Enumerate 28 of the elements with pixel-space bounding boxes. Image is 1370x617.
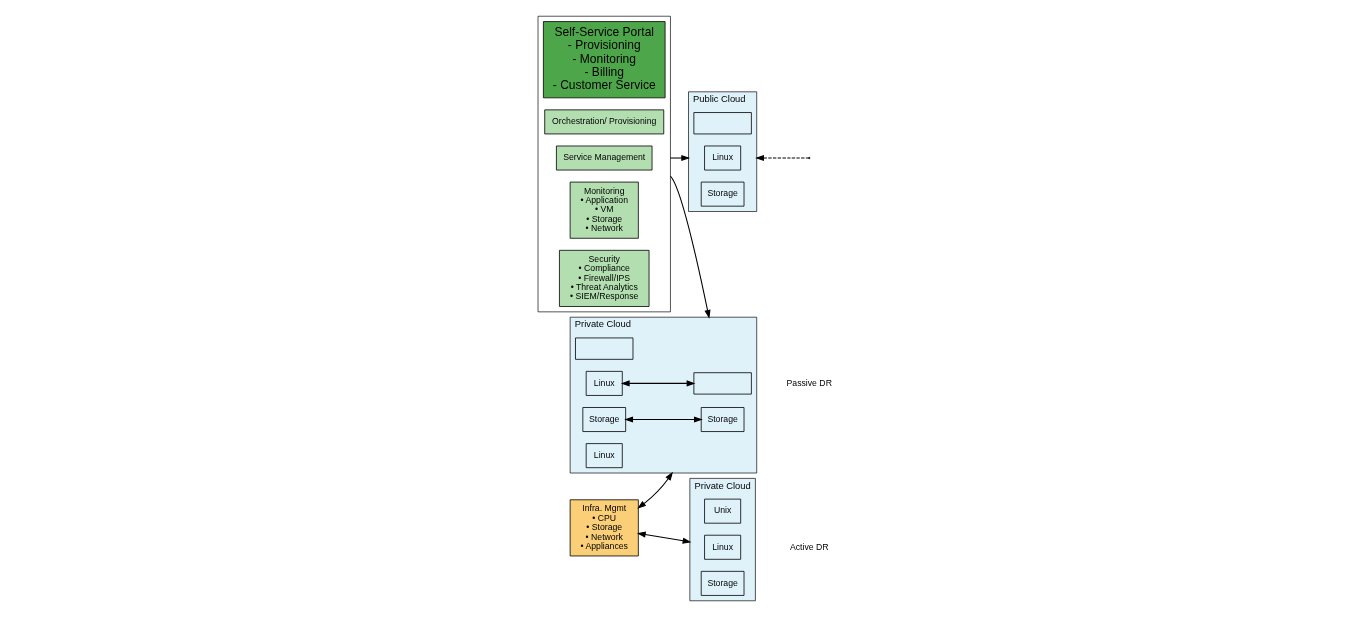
node-box [692, 372, 752, 395]
node-box: Linux [703, 534, 741, 560]
label: Active DR [789, 541, 829, 552]
label: Passive DR [786, 377, 832, 388]
node-box: Monitoring • Application • VM • Storage • Network [569, 181, 639, 239]
node-box: Linux [703, 145, 741, 171]
cluster [537, 15, 671, 313]
node-box: Storage [700, 570, 744, 596]
arrow [669, 175, 711, 319]
node-box: Storage [700, 181, 744, 207]
arrow [636, 531, 691, 544]
node-box: Storage [700, 407, 744, 432]
node-box: Infra. Mgmt • CPU • Storage • Network • Appliances [569, 499, 639, 557]
node-box: Linux [585, 443, 623, 469]
arrow [669, 154, 690, 162]
node-box: Orchestration/ Provisioning [543, 109, 664, 135]
node-box [574, 337, 633, 360]
node-box: Self-Service Portal - Provisioning - Monitoring - Billing - Customer Service [542, 21, 665, 99]
node-box: Service Management [555, 145, 652, 171]
node-box: Linux [585, 370, 623, 396]
arrow [636, 471, 673, 509]
arrow [754, 154, 809, 162]
node-box: Unix [703, 498, 741, 524]
arrow [623, 416, 703, 423]
arrow [620, 380, 695, 387]
node-box: Storage [581, 407, 626, 432]
node-box [692, 112, 752, 135]
node-box: Security • Compliance • Firewall/IPS • Threat Analytics • SIEM/Response [558, 249, 649, 307]
